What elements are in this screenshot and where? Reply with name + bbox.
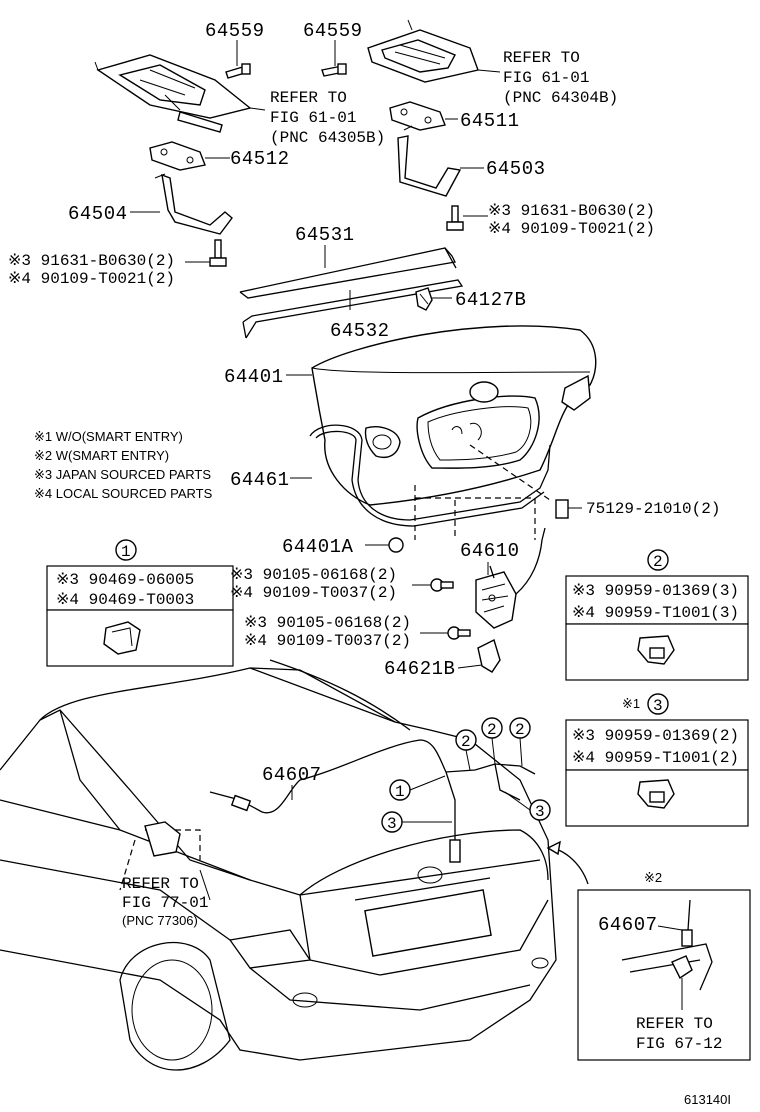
- refer-77-line3: (PNC 77306): [122, 913, 198, 928]
- box2-row1: ※3 90959-01369(3): [572, 582, 739, 600]
- box2-row2: ※4 90959-T1001(3): [572, 604, 739, 622]
- refer-77-line2: FIG 77-01: [122, 894, 208, 912]
- box3-row2: ※4 90959-T1001(2): [572, 749, 739, 767]
- refer-tr-line1: REFER TO: [503, 49, 580, 67]
- plug-75129: [555, 499, 569, 519]
- refer-tr-line2: FIG 61-01: [503, 69, 589, 87]
- trunk-lid-64401: [311, 325, 597, 506]
- label-64401A: 64401A: [282, 536, 354, 558]
- hinge-77306-illustration: [144, 821, 181, 857]
- box1-row1: ※3 90469-06005: [56, 571, 194, 589]
- box3-row1: ※3 90959-01369(2): [572, 727, 739, 745]
- label-64607: 64607: [262, 764, 322, 786]
- bolt-91631-right: [446, 205, 464, 231]
- box3-number: 3: [653, 697, 663, 715]
- svg-text:2: 2: [487, 721, 497, 739]
- release-cable-64607: [209, 739, 536, 863]
- box1-row2: ※4 90469-T0003: [56, 591, 194, 609]
- bolt-64559-right: [321, 63, 347, 77]
- note-4: ※4 LOCAL SOURCED PARTS: [34, 486, 213, 501]
- note-3: ※3 JAPAN SOURCED PARTS: [34, 467, 211, 482]
- hinge-arm-64503-illustration: [397, 125, 462, 197]
- callout-1: 1: [389, 775, 446, 801]
- label-90109-left: ※4 90109-T0021(2): [8, 270, 175, 288]
- inset-refer-line2: FIG 67-12: [636, 1035, 722, 1053]
- hinge-bracket-left-illustration: [94, 54, 266, 133]
- refer-tl-line2: FIG 61-01: [270, 109, 356, 127]
- label-64461: 64461: [230, 469, 290, 491]
- refer-77-line1: REFER TO: [122, 875, 199, 893]
- clamp-box-2: 2 ※3 90959-01369(3) ※4 90959-T1001(3): [565, 549, 749, 681]
- hinge-64512-illustration: [149, 141, 206, 171]
- inset-refer-line1: REFER TO: [636, 1015, 713, 1033]
- inset-label-64607: 64607: [598, 914, 658, 936]
- label-91631-right: ※3 91631-B0630(2): [488, 202, 655, 220]
- inset-prefix: ※2: [644, 870, 662, 885]
- bolt-64559-left: [225, 63, 251, 79]
- label-64610: 64610: [460, 540, 520, 562]
- cushion-64401A: [388, 537, 404, 553]
- bolt-90105-a: [430, 578, 454, 592]
- inset-smart-entry: ※2 64607 REFER TO FIG 67-12: [577, 870, 751, 1061]
- bracket-64621B: [477, 639, 501, 673]
- label-64127B: 64127B: [455, 289, 526, 311]
- label-91631-left: ※3 91631-B0630(2): [8, 252, 175, 270]
- hinge-64511-illustration: [389, 101, 446, 131]
- callout-2a: 2: [455, 729, 477, 771]
- label-64512: 64512: [230, 148, 290, 170]
- torsion-bar-64532: [242, 279, 464, 339]
- refer-tl-line3: (PNC 64305B): [270, 129, 385, 147]
- svg-text:3: 3: [535, 803, 545, 821]
- clamp-box-3: ※1 3 ※3 90959-01369(2) ※4 90959-T1001(2): [565, 693, 749, 827]
- figure-id: 613140I: [684, 1092, 731, 1107]
- box1-number: 1: [121, 543, 131, 561]
- notes-legend: ※1 W/O(SMART ENTRY) ※2 W(SMART ENTRY) ※3…: [34, 429, 213, 501]
- hinge-arm-64504-illustration: [154, 173, 233, 235]
- label-64401: 64401: [224, 366, 284, 388]
- hinge-bracket-right-illustration: [367, 19, 501, 83]
- label-90109-a: ※4 90109-T0037(2): [230, 584, 397, 602]
- svg-text:3: 3: [387, 815, 397, 833]
- label-64511: 64511: [460, 110, 520, 132]
- label-64559-left: 64559: [205, 20, 265, 42]
- refer-tr-line3: (PNC 64304B): [503, 89, 618, 107]
- callout-3b: 3: [381, 811, 452, 833]
- callout-2b: 2: [481, 717, 503, 765]
- label-90105-b: ※3 90105-06168(2): [244, 614, 411, 632]
- label-64503: 64503: [486, 158, 546, 180]
- label-64532: 64532: [330, 320, 390, 342]
- clip-64127B: [415, 287, 433, 311]
- svg-text:2: 2: [515, 721, 525, 739]
- label-75129: 75129-21010(2): [586, 500, 720, 518]
- label-64531: 64531: [295, 224, 355, 246]
- label-64504: 64504: [68, 203, 128, 225]
- bolt-90105-b: [447, 626, 471, 640]
- box2-number: 2: [653, 553, 663, 571]
- label-90109-b: ※4 90109-T0037(2): [244, 632, 411, 650]
- svg-text:2: 2: [461, 733, 471, 751]
- label-64621B: 64621B: [384, 658, 455, 680]
- callout-3a: 3: [504, 791, 551, 821]
- svg-text:1: 1: [395, 783, 405, 801]
- lock-assembly-64610: [475, 527, 546, 629]
- box3-prefix: ※1: [622, 696, 640, 711]
- refer-tl-line1: REFER TO: [270, 89, 347, 107]
- callout-2c: 2: [509, 717, 531, 767]
- label-90105-a: ※3 90105-06168(2): [230, 566, 397, 584]
- clip-box-1: 1 ※3 90469-06005 ※4 90469-T0003: [46, 539, 234, 667]
- vehicle-rear-illustration: [0, 659, 557, 1071]
- note-2: ※2 W(SMART ENTRY): [34, 448, 169, 463]
- label-64559-right: 64559: [303, 20, 363, 42]
- weatherstrip-64461: [309, 424, 551, 527]
- bolt-91631-left: [209, 239, 227, 267]
- torsion-bar-64531: [239, 247, 457, 299]
- label-90109-right: ※4 90109-T0021(2): [488, 220, 655, 238]
- note-1: ※1 W/O(SMART ENTRY): [34, 429, 183, 444]
